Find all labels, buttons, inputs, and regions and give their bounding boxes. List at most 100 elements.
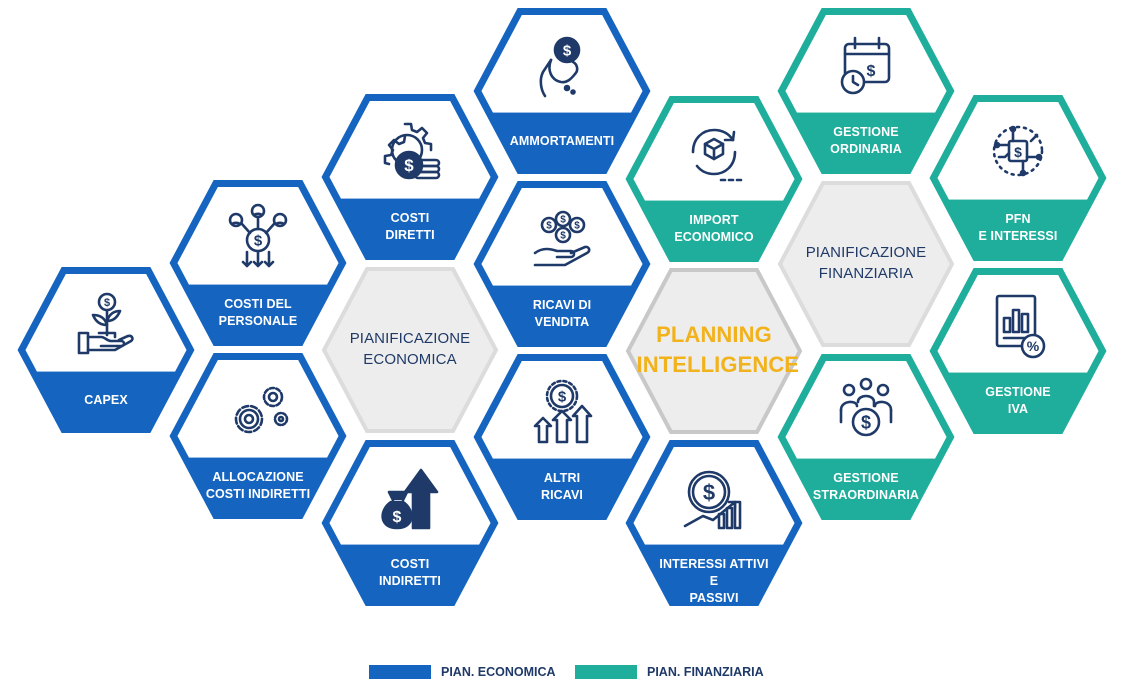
circuit-dollar-icon: $ xyxy=(992,125,1044,177)
svg-text:$: $ xyxy=(574,221,580,232)
tile-costi-personale-outline xyxy=(169,180,347,346)
tile-gestione-ordinaria: $ GESTIONE ORDINARIA xyxy=(777,8,955,174)
calendar-dollar-icon: $ xyxy=(840,36,891,95)
svg-text:$: $ xyxy=(703,480,715,505)
tile-pfn-outline xyxy=(929,95,1107,261)
hub-label: PIANIFICAZIONE ECONOMICA xyxy=(349,330,471,368)
tile-label: ALTRI RICAVI xyxy=(540,471,584,503)
tile-costi-indiretti: $ COSTI INDIRETTI xyxy=(321,440,499,606)
tile-ammortamenti-shape xyxy=(473,8,651,174)
tile-gestione-ordinaria-shape xyxy=(777,8,955,174)
hub-finanziaria: PIANIFICAZIONE FINANZIARIA xyxy=(777,181,955,347)
tile-altri-ricavi-outline xyxy=(473,354,651,520)
tile-label: GESTIONE IVA xyxy=(985,385,1051,417)
tile-label: COSTI DEL PERSONALE xyxy=(218,297,298,329)
legend-label-finanziaria: PIAN. FINANZIARIA xyxy=(647,665,764,679)
tile-ammortamenti: $ AMMORTAMENTI xyxy=(473,8,651,174)
tile-gestione-straordinaria-outline xyxy=(777,354,955,520)
svg-text:$: $ xyxy=(558,388,567,405)
tile-gestione-straordinaria-shape xyxy=(777,354,955,520)
money-bag-arrow-icon: $ xyxy=(381,468,439,530)
tile-allocazione: ALLOCAZIONE COSTI INDIRETTI xyxy=(169,353,347,519)
center-planning-intelligence: Planning Intelligence xyxy=(625,268,803,434)
center-planning-intelligence-outline xyxy=(625,268,803,434)
gears-icon xyxy=(234,386,289,434)
tile-ammortamenti-outline xyxy=(473,8,651,174)
hub-economica: PIANIFICAZIONE ECONOMICA xyxy=(321,267,499,433)
svg-text:$: $ xyxy=(393,509,402,526)
legend-label-economica: PIAN. ECONOMICA xyxy=(441,665,556,679)
tile-pfn-shape xyxy=(929,95,1107,261)
center-label: Planning Intelligence xyxy=(636,322,800,377)
tile-gestione-ordinaria-outline xyxy=(777,8,955,174)
svg-text:$: $ xyxy=(254,232,263,249)
svg-text:$: $ xyxy=(563,42,572,59)
tile-gestione-iva-shape xyxy=(929,268,1107,434)
svg-text:%: % xyxy=(1027,338,1040,354)
tile-label: CAPEX xyxy=(84,392,128,407)
tile-costi-personale: $ COSTI DEL PERSONALE xyxy=(169,180,347,346)
tile-label: COSTI INDIRETTI xyxy=(378,557,441,589)
tile-costi-indiretti-outline xyxy=(321,440,499,606)
tile-label: INTERESSI ATTIVI E PASSIVI xyxy=(659,557,769,606)
hand-coins-icon: $ $ $ $ xyxy=(533,210,591,267)
legend-swatch-economica xyxy=(369,665,431,679)
tile-label: AMMORTAMENTI xyxy=(509,133,615,148)
tile-gestione-straordinaria: $ GESTIONE STRAORDINARIA xyxy=(777,354,955,520)
svg-text:$: $ xyxy=(861,412,871,432)
gear-coins-icon: $ xyxy=(383,122,441,180)
hub-finanziaria-shape xyxy=(777,181,955,347)
coin-arrows-up-icon: $ xyxy=(533,379,593,444)
tile-import-economico: IMPORT ECONOMICO xyxy=(625,96,803,262)
legend-swatch-finanziaria xyxy=(575,665,637,679)
hand-coin-icon: $ xyxy=(539,36,581,98)
tile-altri-ricavi-shape xyxy=(473,354,651,520)
legend-economica: PIAN. ECONOMICA xyxy=(369,665,556,679)
people-cost-icon: $ xyxy=(228,203,288,268)
tile-label: IMPORT ECONOMICO xyxy=(674,213,754,245)
tile-label: ALLOCAZIONE COSTI INDIRETTI xyxy=(205,470,311,502)
tile-capex-shape xyxy=(17,267,195,433)
tile-interessi-outline xyxy=(625,440,803,606)
tile-label: PFN E INTERESSI xyxy=(978,212,1058,244)
tile-capex-outline xyxy=(17,267,195,433)
tile-gestione-iva: % GESTIONE IVA xyxy=(929,268,1107,434)
box-cycle-icon xyxy=(691,128,743,182)
tile-pfn: $ PFN E INTERESSI xyxy=(929,95,1107,261)
tile-ricavi-vendita-outline xyxy=(473,181,651,347)
people-coin-icon: $ xyxy=(839,377,893,437)
dollar-growth-icon: $ xyxy=(683,470,742,530)
svg-text:$: $ xyxy=(560,215,566,226)
hub-economica-outline xyxy=(321,267,499,433)
svg-text:$: $ xyxy=(404,156,414,175)
tile-allocazione-outline xyxy=(169,353,347,519)
tile-costi-diretti: $ COSTI DIRETTI xyxy=(321,94,499,260)
tile-interessi: $ INTERESSI ATTIVI E PASSIVI xyxy=(625,440,803,606)
svg-text:$: $ xyxy=(546,221,552,232)
center-planning-intelligence-shape xyxy=(625,268,803,434)
hub-economica-shape xyxy=(321,267,499,433)
tile-ricavi-vendita: $ $ $ $ RICAVI DI VENDITA xyxy=(473,181,651,347)
hub-finanziaria-outline xyxy=(777,181,955,347)
legend-finanziaria: PIAN. FINANZIARIA xyxy=(575,665,764,679)
tile-allocazione-shape xyxy=(169,353,347,519)
tile-label: RICAVI DI VENDITA xyxy=(532,298,592,330)
tile-costi-diretti-outline xyxy=(321,94,499,260)
tile-interessi-shape xyxy=(625,440,803,606)
tile-import-economico-outline xyxy=(625,96,803,262)
plant-money-hand-icon: $ xyxy=(77,292,134,355)
tile-altri-ricavi: $ ALTRI RICAVI xyxy=(473,354,651,520)
svg-text:$: $ xyxy=(1014,144,1022,160)
tile-label: COSTI DIRETTI xyxy=(385,211,435,243)
report-percent-icon: % xyxy=(995,294,1046,359)
svg-text:$: $ xyxy=(867,63,876,80)
tile-gestione-iva-outline xyxy=(929,268,1107,434)
tile-label: GESTIONE ORDINARIA xyxy=(830,125,902,157)
tile-label: GESTIONE STRAORDINARIA xyxy=(812,471,920,503)
svg-text:$: $ xyxy=(560,231,566,242)
svg-text:$: $ xyxy=(104,297,110,309)
hub-label: PIANIFICAZIONE FINANZIARIA xyxy=(805,244,927,282)
tile-import-economico-shape xyxy=(625,96,803,262)
tile-capex: $ CAPEX xyxy=(17,267,195,433)
